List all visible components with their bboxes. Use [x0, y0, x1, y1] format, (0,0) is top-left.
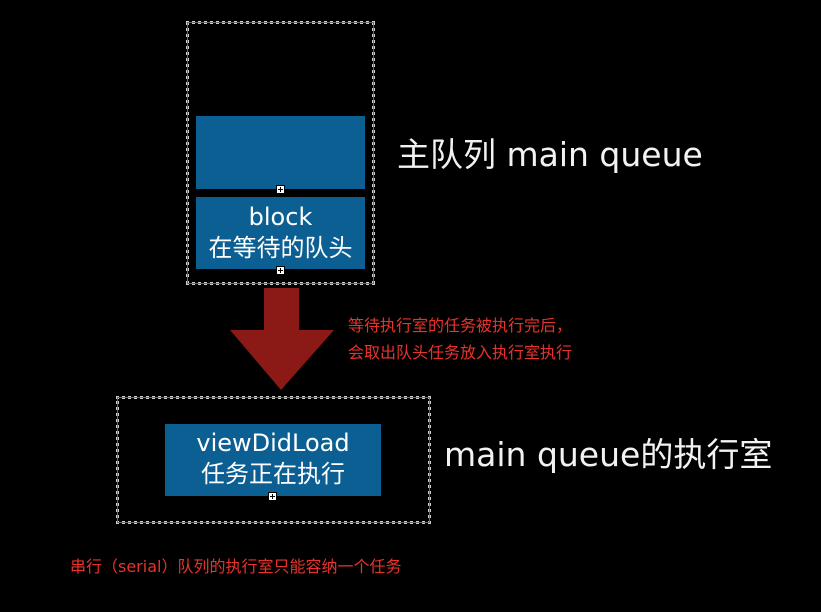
running-task-box: viewDidLoad 任务正在执行 — [165, 424, 381, 496]
down-arrow-icon — [230, 288, 334, 390]
running-task-title: viewDidLoad — [196, 429, 350, 457]
execution-room-label: main queue的执行室 — [444, 435, 773, 474]
queue-task-box — [196, 116, 365, 189]
running-task-subtitle: 任务正在执行 — [201, 460, 345, 488]
head-block-subtitle: 在等待的队头 — [208, 234, 353, 262]
resize-handle-icon[interactable] — [276, 266, 285, 275]
execution-room-frame — [116, 396, 431, 524]
down-arrow-shape — [230, 288, 334, 390]
main-queue-label: 主队列 main queue — [397, 135, 703, 174]
resize-handle-icon[interactable] — [268, 492, 277, 501]
queue-head-block: block 在等待的队头 — [196, 197, 365, 269]
resize-handle-icon[interactable] — [276, 185, 285, 194]
head-block-title: block — [248, 203, 313, 231]
transfer-note-line2: 会取出队头任务放入执行室执行 — [348, 343, 573, 362]
main-queue-frame — [186, 21, 375, 285]
serial-queue-footnote: 串行（serial）队列的执行室只能容纳一个任务 — [70, 557, 402, 576]
transfer-note-line1: 等待执行室的任务被执行完后， — [348, 316, 573, 335]
